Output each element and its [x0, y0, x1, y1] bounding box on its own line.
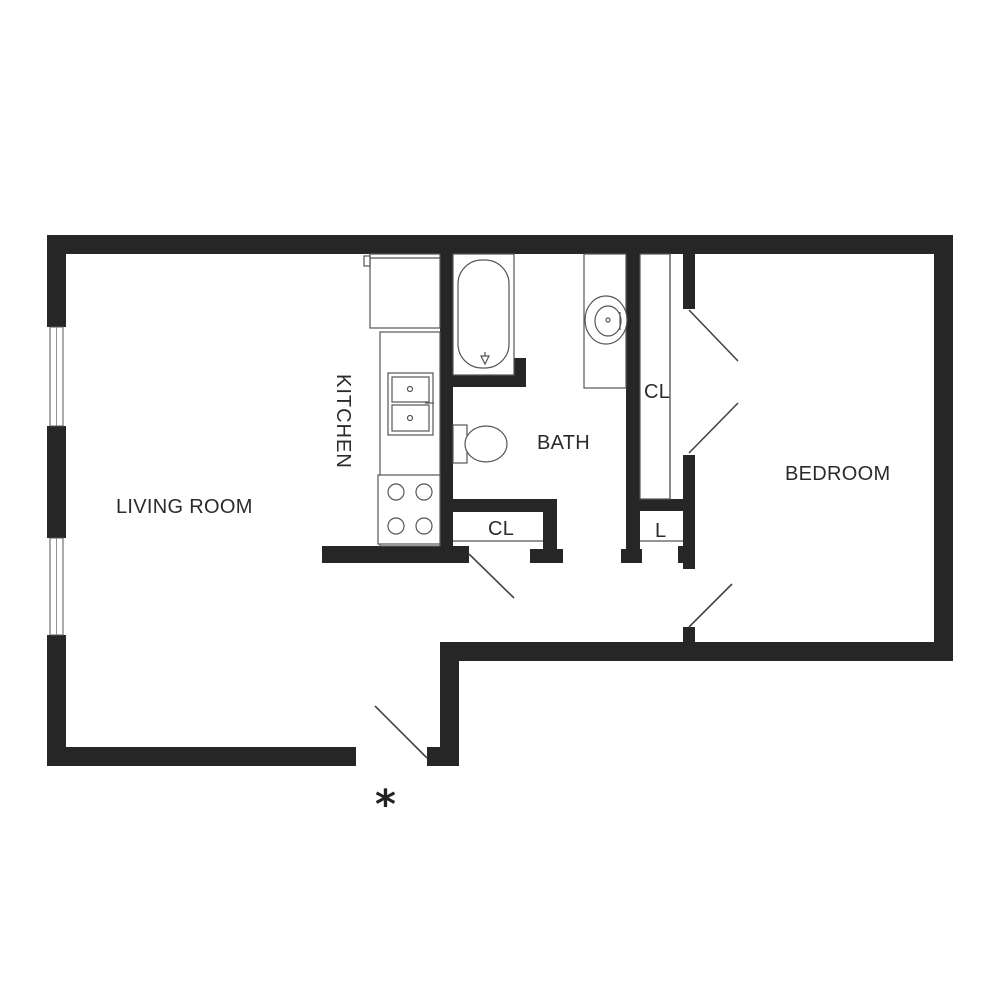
- kitchen-label: KITCHEN: [332, 374, 354, 469]
- closet-door-lower: [688, 402, 739, 454]
- burner: [415, 517, 433, 535]
- bathtub: [452, 253, 515, 376]
- bath-label: BATH: [537, 432, 590, 454]
- bedroom-door: [688, 583, 733, 628]
- wall-bath-right: [626, 254, 640, 563]
- wall-bedroom-door-stub: [683, 627, 695, 647]
- closet-shelf: [639, 253, 671, 500]
- wall-bottom-left: [47, 747, 356, 766]
- wall-kitchen-bottom-end: [322, 546, 334, 563]
- burner: [387, 517, 405, 535]
- kitchen-fixtures: [363, 253, 441, 547]
- wall-left-lower: [47, 635, 66, 766]
- bedroom-label: BEDROOM: [785, 463, 890, 485]
- burner: [415, 483, 433, 501]
- wall-bath-closet-foot: [530, 549, 563, 563]
- wall-top: [47, 235, 953, 254]
- kitchen-sink: [387, 372, 434, 436]
- refrigerator: [369, 253, 441, 329]
- entry-marker: *: [375, 782, 396, 828]
- closet-door-upper: [688, 309, 739, 362]
- bedroom-closet-label: CL: [644, 381, 670, 403]
- closet-lines: [453, 253, 683, 542]
- range-stove: [377, 474, 441, 545]
- wall-kitchen-bath: [440, 235, 453, 563]
- burner: [387, 483, 405, 501]
- wall-tub-bottom: [440, 375, 526, 387]
- bath-door: [468, 553, 515, 599]
- bath-fixtures: [452, 253, 628, 464]
- interior-walls: [322, 235, 695, 647]
- wall-step-vertical: [440, 642, 459, 766]
- entry-door: [374, 705, 428, 759]
- wall-bedroom-foot-tip: [683, 555, 695, 569]
- toilet-bowl: [464, 425, 508, 463]
- wall-left-middle: [47, 426, 66, 538]
- wall-bath-closet-right: [543, 499, 557, 563]
- exterior-walls: [47, 235, 953, 766]
- wall-bottom-right: [440, 642, 953, 661]
- doors: [374, 309, 739, 759]
- wall-left-upper: [47, 235, 66, 327]
- windows: [49, 326, 64, 636]
- room-labels: LIVING ROOM KITCHEN BATH CL CL L BEDROOM…: [116, 374, 890, 828]
- linen-closet-label: L: [655, 520, 666, 542]
- wall-right: [934, 235, 953, 661]
- wall-tub-end: [514, 358, 526, 387]
- wall-kitchen-bottom: [322, 546, 469, 563]
- wall-closet-shelf: [640, 499, 683, 511]
- wall-bedroom-upper: [683, 254, 695, 309]
- bath-closet-label: CL: [488, 518, 514, 540]
- wall-bath-right-foot: [621, 549, 642, 563]
- living-room-label: LIVING ROOM: [116, 496, 253, 518]
- wall-bedroom-middle: [683, 455, 695, 546]
- wall-bath-closet-top: [440, 499, 557, 512]
